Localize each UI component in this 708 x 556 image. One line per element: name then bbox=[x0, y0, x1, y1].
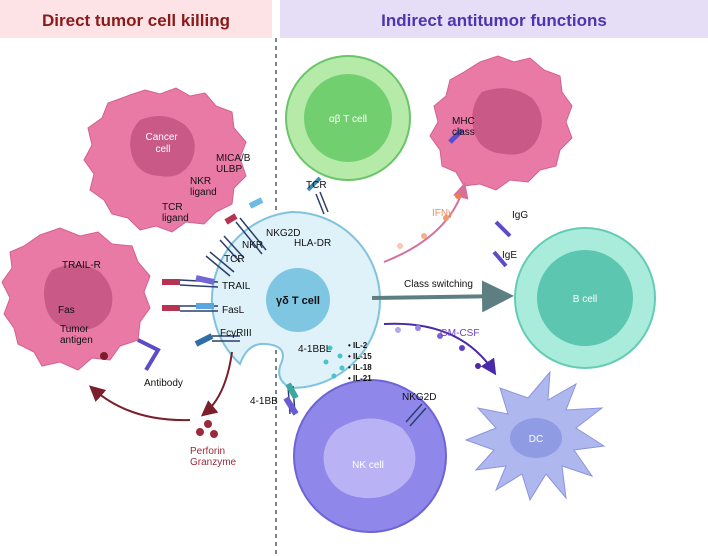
dc-nucleus bbox=[510, 418, 562, 458]
perforin-granules bbox=[196, 420, 218, 438]
perforin-return-arrow bbox=[89, 385, 191, 422]
right-header-title: Indirect antitumor functions bbox=[381, 11, 607, 30]
label-4-1bbl: 4-1BBL bbox=[298, 344, 332, 355]
label-tumor-antigen: Tumor antigen bbox=[60, 324, 93, 346]
cancer-nucleus-mhc bbox=[472, 88, 542, 155]
label-igg: IgG bbox=[512, 210, 528, 221]
ifng-arrow bbox=[383, 182, 469, 263]
label-gm-csf: GM-CSF bbox=[440, 328, 479, 339]
label-nkg2d-top: NKG2D bbox=[266, 228, 300, 239]
perforin-arrow bbox=[200, 351, 233, 417]
class-switching-arrow bbox=[371, 280, 514, 313]
b-cell-label: B cell bbox=[573, 294, 597, 305]
b-cell-nucleus bbox=[537, 250, 633, 346]
label-mhc: MHC class bbox=[452, 116, 478, 138]
label-hla-dr: HLA-DR bbox=[294, 238, 331, 249]
label-fas: Fas bbox=[58, 305, 75, 316]
right-header-bg bbox=[280, 0, 708, 38]
label-il21: • IL-21 bbox=[348, 374, 372, 383]
label-nkr: NKR bbox=[242, 240, 263, 251]
label-il18: • IL-18 bbox=[348, 363, 372, 372]
left-header-title: Direct tumor cell killing bbox=[42, 11, 230, 30]
marker-labels: MICA/B ULBP NKR ligand TCR ligand NKG2D … bbox=[58, 116, 528, 468]
label-trail-r: TRAIL-R bbox=[62, 260, 101, 271]
receptor-pairs bbox=[100, 128, 512, 427]
left-header-bg bbox=[0, 0, 272, 38]
label-tcr-ligand: TCR ligand bbox=[162, 202, 189, 224]
cancer-nucleus-top bbox=[130, 116, 195, 177]
cancer-cell-label: Cancer cell bbox=[145, 132, 180, 155]
dc-label: DC bbox=[529, 434, 543, 445]
nk-cell-label: NK cell bbox=[352, 460, 384, 471]
label-mica: MICA/B ULBP bbox=[216, 153, 253, 175]
gm-csf-dots bbox=[395, 325, 481, 369]
label-trail: TRAIL bbox=[222, 281, 251, 292]
label-ifng: IFNγ bbox=[432, 208, 453, 219]
label-fcgr: FcγRIII bbox=[220, 328, 252, 339]
label-antibody: Antibody bbox=[144, 378, 183, 389]
label-4-1bb: 4-1BB bbox=[250, 396, 278, 407]
nk-cell-nucleus bbox=[323, 418, 416, 499]
label-perforin: Perforin Granzyme bbox=[190, 446, 237, 468]
label-tcr-left: TCR bbox=[224, 254, 245, 265]
label-class-switching: Class switching bbox=[404, 279, 473, 290]
label-fasl: FasL bbox=[222, 305, 245, 316]
cytokine-dots bbox=[323, 345, 345, 379]
gd-t-cell-label: γδ T cell bbox=[276, 295, 320, 307]
label-ige: IgE bbox=[502, 250, 517, 261]
label-nkg2d-nk: NKG2D bbox=[402, 392, 436, 403]
label-il15: • IL-15 bbox=[348, 352, 372, 361]
ab-t-cell-label: αβ T cell bbox=[329, 114, 367, 125]
ifng-dots bbox=[397, 193, 461, 249]
ab-t-cell-nucleus bbox=[304, 74, 392, 162]
cancer-nucleus-left bbox=[44, 264, 113, 331]
label-nkr-ligand: NKR ligand bbox=[190, 176, 217, 198]
label-il2: • IL-2 bbox=[348, 341, 368, 350]
label-tcr-ab: TCR bbox=[306, 180, 327, 191]
gd-t-cell-nucleus bbox=[266, 268, 330, 332]
gm-csf-arrow bbox=[383, 322, 497, 376]
